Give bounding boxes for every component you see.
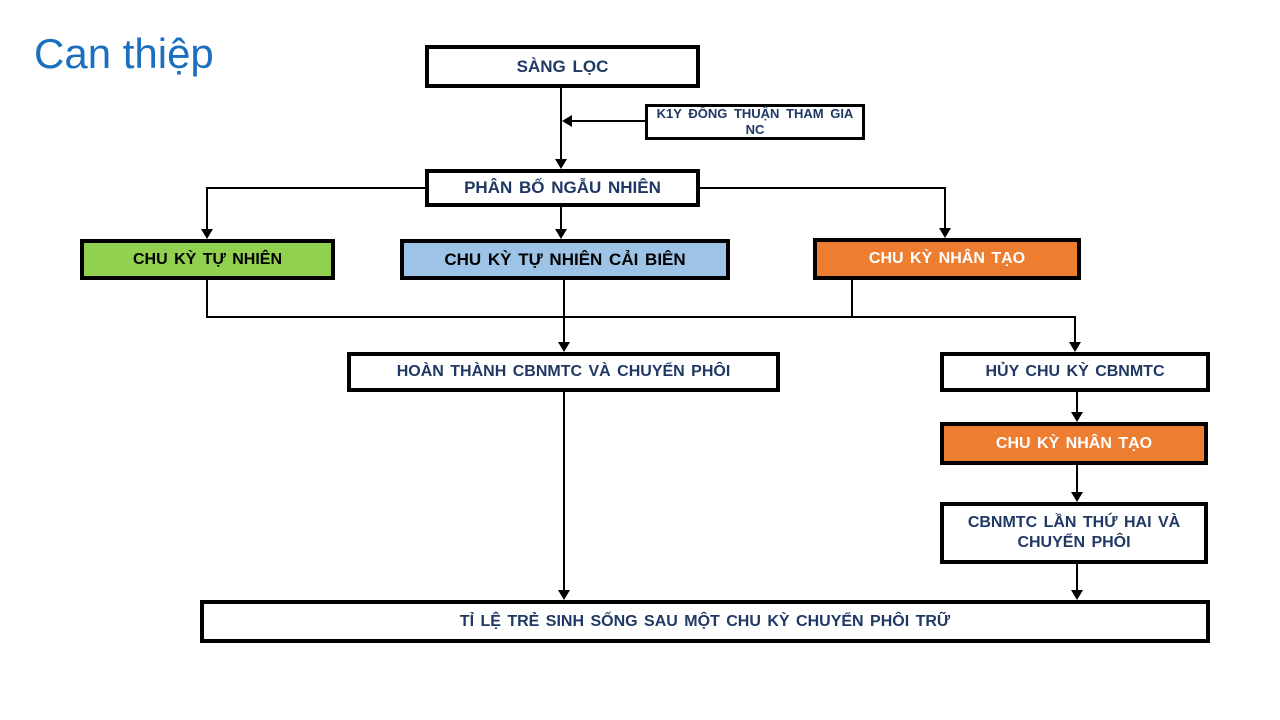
node-modified-natural-cycle: CHU KỲ TỰ NHIÊN CẢI BIÊN — [400, 239, 730, 280]
slide-title: Can thiệp — [34, 30, 214, 77]
arrowhead-artificial-cycle-second — [1071, 412, 1083, 422]
node-outcome: TỈ LỆ TRẺ SINH SỐNG SAU MỘT CHU KỲ CHUYỂ… — [200, 600, 1210, 643]
connector-artificial-down — [851, 280, 853, 318]
node-artificial-cycle: CHU KỲ NHÂN TẠO — [813, 238, 1081, 280]
node-complete-prep-transfer: HOÀN THÀNH CBNMTC VÀ CHUYỂN PHÔI — [347, 352, 780, 392]
connector-cancel-down — [1074, 316, 1076, 344]
node-second-prep-transfer: CBNMTC LẦN THỨ HAI VÀ CHUYỂN PHÔI — [940, 502, 1208, 564]
arrowhead-consent — [562, 115, 572, 127]
connector-left-branch-horizontal — [206, 187, 425, 189]
arrowhead-modified-natural-cycle — [555, 229, 567, 239]
arrowhead-complete-prep-transfer — [558, 342, 570, 352]
connector-artificial2-second — [1076, 465, 1078, 493]
connector-complete-outcome — [563, 392, 565, 591]
arrowhead-second-prep-transfer — [1071, 492, 1083, 502]
arrowhead-outcome-right — [1071, 590, 1083, 600]
connector-second-outcome — [1076, 564, 1078, 591]
connector-center-branch — [560, 207, 562, 231]
connector-right-branch-vertical — [944, 187, 946, 230]
connector-cancel-artificial2 — [1076, 392, 1078, 413]
arrowhead-natural-cycle — [201, 229, 213, 239]
node-natural-cycle: CHU KỲ TỰ NHIÊN — [80, 239, 335, 280]
arrowhead-artificial-cycle — [939, 228, 951, 238]
node-randomization: PHÂN BỐ NGẪU NHIÊN — [425, 169, 700, 207]
arrowhead-outcome-left — [558, 590, 570, 600]
connector-complete-down — [563, 280, 565, 344]
connector-screening-randomization — [560, 88, 562, 161]
connector-left-branch-vertical — [206, 187, 208, 231]
connector-right-branch-horizontal — [700, 187, 946, 189]
node-screening: SÀNG LỌC — [425, 45, 700, 88]
arrowhead-cancel-cycle — [1069, 342, 1081, 352]
node-consent: K1Y ĐỒNG THUẬN THAM GIA NC — [645, 104, 865, 140]
node-artificial-cycle-second: CHU KỲ NHÂN TẠO — [940, 422, 1208, 465]
arrowhead-randomization — [555, 159, 567, 169]
node-cancel-cycle: HỦY CHU KỲ CBNMTC — [940, 352, 1210, 392]
connector-natural-down — [206, 280, 208, 318]
connector-merge-bus — [206, 316, 1076, 318]
connector-consent — [570, 120, 645, 122]
